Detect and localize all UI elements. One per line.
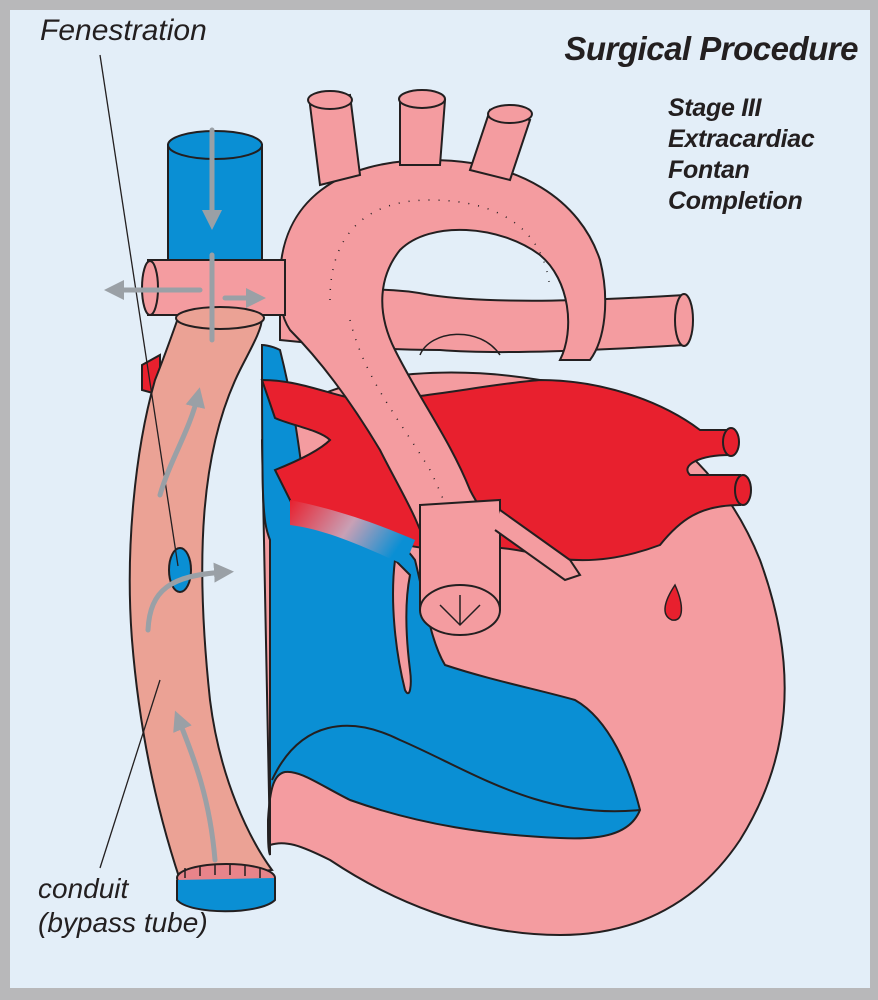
subtitle-line: Stage III — [668, 93, 815, 124]
diagram-title: Surgical Procedure — [500, 30, 858, 68]
subtitle-line: Completion — [668, 186, 815, 217]
fenestration-label: Fenestration — [40, 14, 207, 48]
procedure-subtitle: Stage III Extracardiac Fontan Completion — [668, 93, 815, 217]
subtitle-line: Extracardiac — [668, 124, 815, 155]
conduit-label-line2: (bypass tube) — [38, 906, 208, 940]
conduit-tube — [130, 318, 272, 880]
pulmonary-vein-bottom — [735, 475, 751, 505]
superior-vena-cava — [168, 145, 262, 265]
conduit-label: conduit (bypass tube) — [38, 872, 208, 940]
pulmonary-vein-top — [723, 428, 739, 456]
subtitle-line: Fontan — [668, 155, 815, 186]
conduit-label-line1: conduit — [38, 872, 208, 906]
